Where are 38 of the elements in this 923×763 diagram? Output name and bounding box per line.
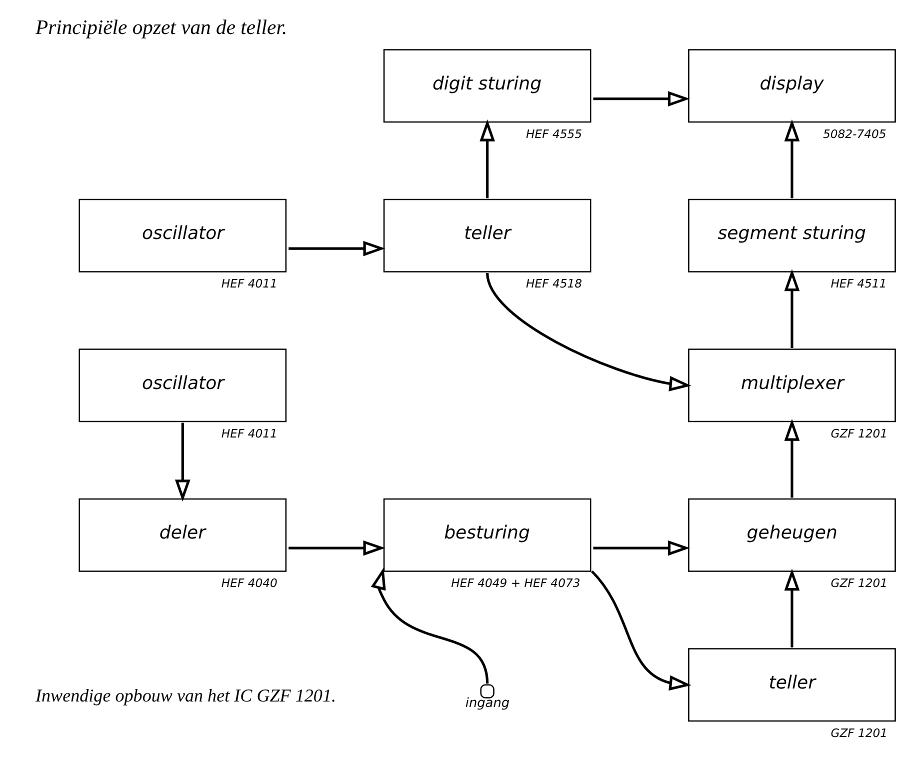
node-label: HEF 4511	[830, 276, 887, 291]
arrow	[486, 272, 692, 392]
arrow	[593, 540, 690, 556]
diagram-title: Principiële opzet van de teller.	[35, 16, 288, 39]
node-label: GZF 1201	[830, 576, 888, 590]
node-box: multiplexer	[688, 348, 896, 422]
label: Inwendige opbouw van het IC GZF 1201.	[35, 685, 336, 706]
node-label: ingang	[465, 696, 510, 711]
node-label: HEF 4011	[221, 276, 278, 291]
arrow	[480, 119, 495, 198]
node-box: deler	[78, 498, 287, 572]
node-label: HEF 4040	[221, 576, 278, 590]
node-label: HEF 4518	[526, 276, 582, 291]
arrow	[288, 540, 386, 556]
node-box: teller	[688, 648, 896, 722]
node-box: besturing	[383, 498, 592, 572]
node-label: HEF 4049 + HEF 4073	[451, 576, 580, 590]
node-label: HEF 4555	[526, 126, 582, 141]
node-box: oscillator	[78, 198, 287, 272]
arrow	[784, 119, 800, 198]
node-box: digit sturing	[383, 49, 592, 123]
arrow	[174, 422, 190, 502]
node-label: 5082-7405	[822, 126, 886, 141]
node-label: GZF 1201	[830, 426, 888, 440]
node-box: display	[688, 49, 896, 123]
arrow	[784, 418, 800, 498]
arrow	[593, 91, 690, 106]
arrow	[784, 568, 800, 648]
node-box: segment sturing	[688, 198, 896, 272]
node-box: teller	[383, 198, 592, 272]
node-box: oscillator	[78, 348, 287, 422]
arrow	[370, 567, 489, 684]
node-label: GZF 1201	[830, 726, 888, 740]
node-box: geheugen	[688, 498, 896, 572]
arrow	[590, 570, 692, 691]
node-label: HEF 4011	[221, 426, 278, 440]
arrow	[288, 240, 386, 256]
arrow	[784, 269, 800, 348]
